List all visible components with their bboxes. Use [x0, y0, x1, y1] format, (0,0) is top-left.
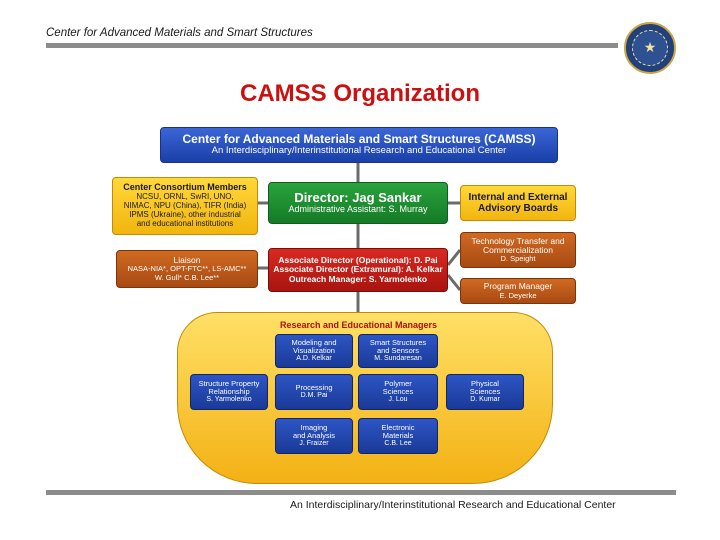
- liaison-people: W. Gull* C.B. Lee**: [154, 272, 220, 282]
- unit-title: Sciences: [469, 387, 501, 397]
- unit-title: Relationship: [208, 387, 250, 397]
- unit-manager: J. Lou: [388, 396, 408, 404]
- unit-smart-structures: Smart Structures and Sensors M. Sundares…: [358, 334, 438, 368]
- tech-transfer-box: Technology Transfer and Commercializatio…: [460, 232, 576, 268]
- consortium-heading: Center Consortium Members: [123, 182, 247, 193]
- liaison-heading: Liaison: [173, 255, 201, 266]
- consortium-members-box: Center Consortium Members NCSU, ORNL, Sw…: [112, 177, 258, 235]
- associate-directors-box: Associate Director (Operational): D. Pai…: [268, 248, 448, 292]
- unit-title: Visualization: [293, 346, 335, 356]
- unit-title: Imaging: [300, 422, 328, 432]
- director-box: Director: Jag Sankar Administrative Assi…: [268, 182, 448, 224]
- camss-name: Center for Advanced Materials and Smart …: [182, 132, 536, 147]
- footer-text: An Interdisciplinary/Interinstitutional …: [290, 499, 616, 511]
- tech-transfer-person: D. Speight: [500, 254, 536, 264]
- associate-extramural: Associate Director (Extramural): A. Kelk…: [273, 264, 443, 275]
- unit-title: and Sensors: [376, 346, 420, 356]
- unit-title: Materials: [382, 431, 414, 441]
- camss-header-box: Center for Advanced Materials and Smart …: [160, 127, 558, 163]
- camss-subtitle: An Interdisciplinary/Interinstitutional …: [211, 145, 507, 157]
- program-manager-person: E. Deyerke: [499, 290, 537, 300]
- consortium-line2: NIMAC, NPU (China), TIFR (India): [123, 201, 247, 211]
- footer-rule: [46, 490, 676, 495]
- unit-physical-sciences: Physical Sciences D. Kumar: [446, 374, 524, 410]
- page-title: CAMSS Organization: [239, 80, 480, 107]
- liaison-orgs: NASA-NIA*, OPT-FTC**, LS-AMC**: [127, 264, 247, 274]
- header-text: Center for Advanced Materials and Smart …: [46, 27, 313, 39]
- program-manager-title: Program Manager: [483, 281, 553, 292]
- outreach-manager: Outreach Manager: S. Yarmolenko: [288, 273, 428, 284]
- university-seal-icon: ★: [624, 22, 676, 74]
- consortium-line4: and educational institutions: [136, 218, 234, 228]
- unit-title: Polymer: [384, 378, 412, 388]
- unit-title: Physical: [471, 378, 499, 388]
- unit-title: Modeling and: [291, 337, 337, 347]
- unit-manager: C.B. Lee: [384, 440, 412, 448]
- unit-title: Electronic: [381, 422, 415, 432]
- liaison-box: Liaison NASA-NIA*, OPT-FTC**, LS-AMC** W…: [116, 250, 258, 288]
- program-manager-box: Program Manager E. Deyerke: [460, 278, 576, 304]
- unit-processing: Processing D.M. Pai: [275, 374, 353, 410]
- tech-transfer-line1: Technology Transfer and: [471, 235, 565, 246]
- research-heading: Research and Educational Managers: [280, 320, 438, 330]
- consortium-line1: NCSU, ORNL, SwRI, UNO,: [136, 192, 234, 202]
- unit-manager: M. Sundaresan: [374, 355, 422, 363]
- associate-operational: Associate Director (Operational): D. Pai: [278, 254, 438, 265]
- director-assistant: Administrative Assistant: S. Murray: [288, 204, 428, 215]
- unit-manager: S. Yarmolenko: [206, 396, 252, 404]
- advisory-boards-box: Internal and External Advisory Boards: [460, 185, 576, 221]
- unit-modeling-visualization: Modeling and Visualization A.D. Kelkar: [275, 334, 353, 368]
- unit-manager: J. Fraizer: [299, 440, 329, 448]
- consortium-line3: IPMS (Ukraine), other industrial: [129, 209, 241, 219]
- director-name: Director: Jag Sankar: [294, 189, 422, 205]
- header-rule: [46, 43, 618, 48]
- unit-polymer-sciences: Polymer Sciences J. Lou: [358, 374, 438, 410]
- unit-imaging-analysis: Imaging and Analysis J. Fraizer: [275, 418, 353, 454]
- unit-title: and Analysis: [292, 431, 336, 441]
- unit-structure-property: Structure Property Relationship S. Yarmo…: [190, 374, 268, 410]
- advisory-line2: Advisory Boards: [477, 203, 559, 214]
- unit-title: Smart Structures: [369, 337, 427, 347]
- tech-transfer-line2: Commercialization: [483, 244, 553, 255]
- unit-electronic-materials: Electronic Materials C.B. Lee: [358, 418, 438, 454]
- advisory-line1: Internal and External: [468, 192, 568, 203]
- unit-title: Sciences: [382, 387, 414, 397]
- unit-title: Processing: [295, 383, 333, 393]
- unit-manager: D. Kumar: [470, 396, 500, 404]
- unit-title: Structure Property: [198, 378, 260, 388]
- unit-manager: A.D. Kelkar: [296, 355, 332, 363]
- unit-manager: D.M. Pai: [300, 392, 328, 400]
